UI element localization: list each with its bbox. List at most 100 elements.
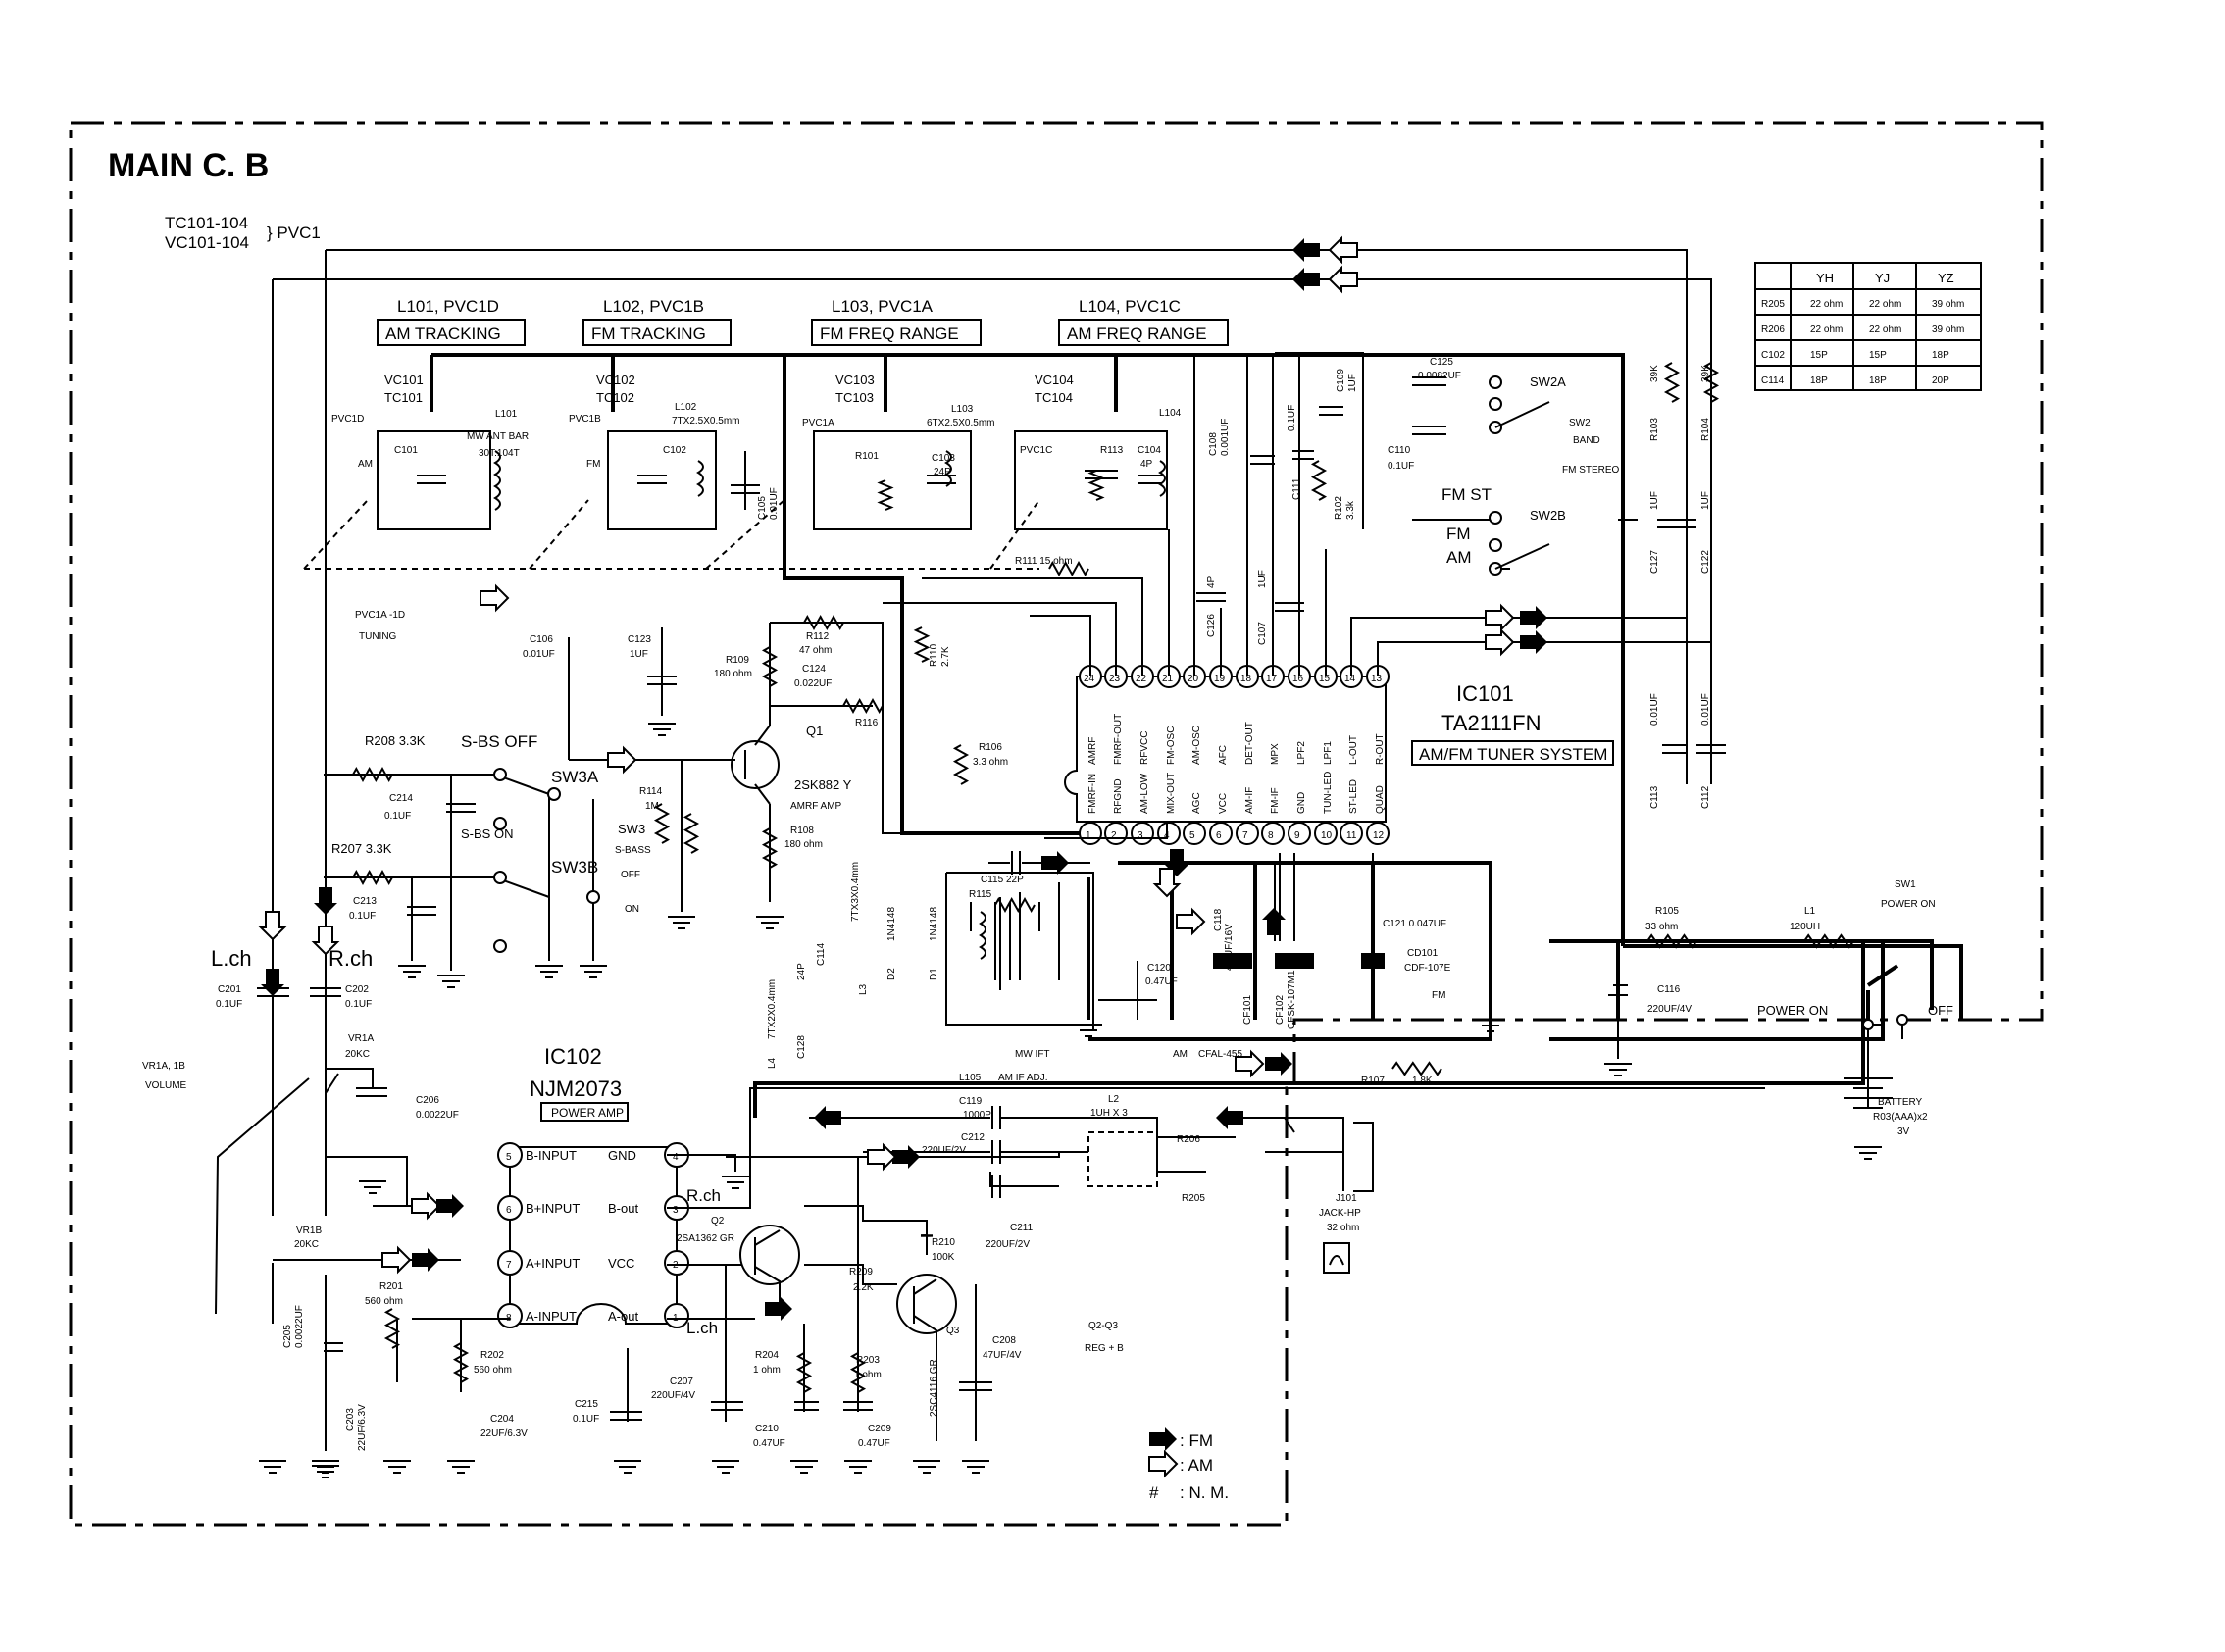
input-stage (215, 941, 461, 1451)
label-c201-val: 0.1UF (216, 999, 242, 1010)
label-l1: L1 (1804, 906, 1816, 917)
resistor (1087, 470, 1105, 501)
label-battery-spec: R03(AAA)x2 (1873, 1112, 1928, 1123)
label-fm-word: FM (1446, 525, 1471, 543)
label-r108-val: 180 ohm (784, 839, 823, 850)
ic101-pin-number: 5 (1189, 830, 1195, 841)
label-c128: C128 (796, 1035, 807, 1059)
ic101-pin-name: AM-IF (1244, 787, 1255, 814)
label-vr1a-val: 20KC (345, 1049, 370, 1060)
label-r204-val: 1 ohm (753, 1365, 781, 1376)
label-l2-val: 1UH X 3 (1090, 1108, 1128, 1119)
label-c113-val: 0.01UF (1649, 693, 1660, 726)
label-power-on: POWER ON (1757, 1003, 1828, 1018)
label-tc103: TC103 (835, 390, 874, 405)
ic101-pin-number: 14 (1344, 674, 1356, 684)
label-r109-val: 180 ohm (714, 669, 752, 679)
label-c205: C205 (282, 1325, 293, 1348)
label-s-bs-off: S-BS OFF (461, 732, 537, 751)
label-cd101: CD101 (1407, 948, 1439, 959)
variant-table (1754, 262, 1982, 391)
label-r116: R116 (855, 718, 879, 728)
ic101-pin-name: FMRF-OUT (1113, 714, 1124, 765)
ic101-pin-name: GND (1296, 792, 1307, 814)
label-r108: R108 (790, 826, 814, 836)
label-on: ON (625, 904, 639, 915)
section-box (377, 319, 526, 346)
label-rch-in: R.ch (329, 946, 373, 971)
label-c122-val: 1UF (1700, 491, 1711, 510)
label-c123: C123 (628, 634, 651, 645)
label-am: AM (358, 459, 373, 470)
headphone-icon (1323, 1242, 1350, 1274)
q1-transistor (731, 740, 780, 789)
label-fm-box: FM (1432, 990, 1445, 1001)
label-r201-val: 560 ohm (365, 1296, 403, 1307)
ic102-pin (497, 1142, 523, 1168)
label-r110: R110 (929, 643, 939, 667)
label-sw1: SW1 (1895, 879, 1916, 890)
ic101-pin-name: RFGND (1113, 778, 1124, 814)
section-box-label: FM FREQ RANGE (820, 325, 959, 343)
label-c207-val: 220UF/4V (651, 1390, 695, 1401)
ic101-pin-number: 2 (1111, 830, 1117, 841)
label-l103: L103 (951, 404, 974, 415)
table-header: YH (1816, 271, 1834, 285)
label-r106: R106 (979, 742, 1002, 753)
label-r101: R101 (855, 451, 879, 462)
label-cd101-part: CDF-107E (1404, 963, 1451, 974)
label-r114-val: 1M (645, 801, 659, 812)
section-ref: L103, PVC1A (832, 297, 934, 316)
table-cell: 20P (1932, 375, 1949, 386)
pvc-note-line2: VC101-104 (165, 233, 249, 252)
if-section (945, 872, 1157, 1029)
ic101-pin (1183, 822, 1206, 845)
legend-nm: : N. M. (1180, 1483, 1229, 1502)
ic101-pin-name: L-OUT (1348, 735, 1359, 765)
label-c206-val: 0.0022UF (416, 1110, 459, 1121)
label-d2: D2 (886, 968, 897, 980)
label-c213-val: 0.1UF (349, 911, 376, 922)
label-battery: BATTERY (1878, 1097, 1923, 1108)
ic102-pin-name: B-out (608, 1201, 638, 1216)
label-off: OFF (621, 870, 640, 880)
label-c105: C105 (757, 496, 768, 520)
ic101-pin-name: AM-LOW (1139, 773, 1150, 814)
label-r110-val: 2.7K (940, 646, 951, 667)
label-r203-val: 1 ohm (854, 1370, 882, 1380)
label-r102: R102 (1334, 496, 1344, 520)
label-r104-val: 39K (1700, 365, 1711, 382)
label-c124-val: 0.022UF (794, 678, 832, 689)
label-pvc1d: PVC1D (331, 414, 364, 425)
label-pvc1b: PVC1B (569, 414, 601, 425)
label-c203: C203 (345, 1408, 356, 1431)
label-c202-val: 0.1UF (345, 999, 372, 1010)
label-s-bass: S-BASS (615, 845, 651, 856)
label-am-if-adj: AM IF ADJ. (998, 1073, 1048, 1083)
label-c215: C215 (575, 1399, 598, 1410)
ic101-desc: AM/FM TUNER SYSTEM (1419, 745, 1607, 764)
label-amrf-amp: AMRF AMP (790, 801, 842, 812)
section-box (582, 319, 732, 346)
table-cell: 22 ohm (1810, 325, 1843, 335)
table-cell: 18P (1932, 350, 1949, 361)
label-r105-val: 33 ohm (1645, 922, 1678, 932)
label-c205-val: 0.0022UF (294, 1305, 305, 1348)
label-c112: C112 (1700, 785, 1711, 809)
ic102-pin-name: A-out (608, 1309, 638, 1324)
ic101-pin-number: 20 (1188, 674, 1199, 684)
ic101-pin-name: MIX-OUT (1166, 773, 1177, 814)
table-cell: 22 ohm (1810, 299, 1843, 310)
section-box-label: AM TRACKING (385, 325, 501, 343)
ic101-pin-number: 6 (1216, 830, 1222, 841)
label-c127-val: 1UF (1649, 491, 1660, 510)
label-jack-val: 32 ohm (1327, 1223, 1359, 1233)
label-c121: C121 0.047UF (1383, 919, 1446, 929)
label-r203: R203 (856, 1355, 880, 1366)
label-fm-st: FM ST (1441, 485, 1492, 504)
pvc-note-line1: TC101-104 (165, 214, 248, 232)
label-c108: C108 (1208, 432, 1219, 456)
table-cell: 39 ohm (1932, 299, 1964, 310)
label-tc101: TC101 (384, 390, 423, 405)
